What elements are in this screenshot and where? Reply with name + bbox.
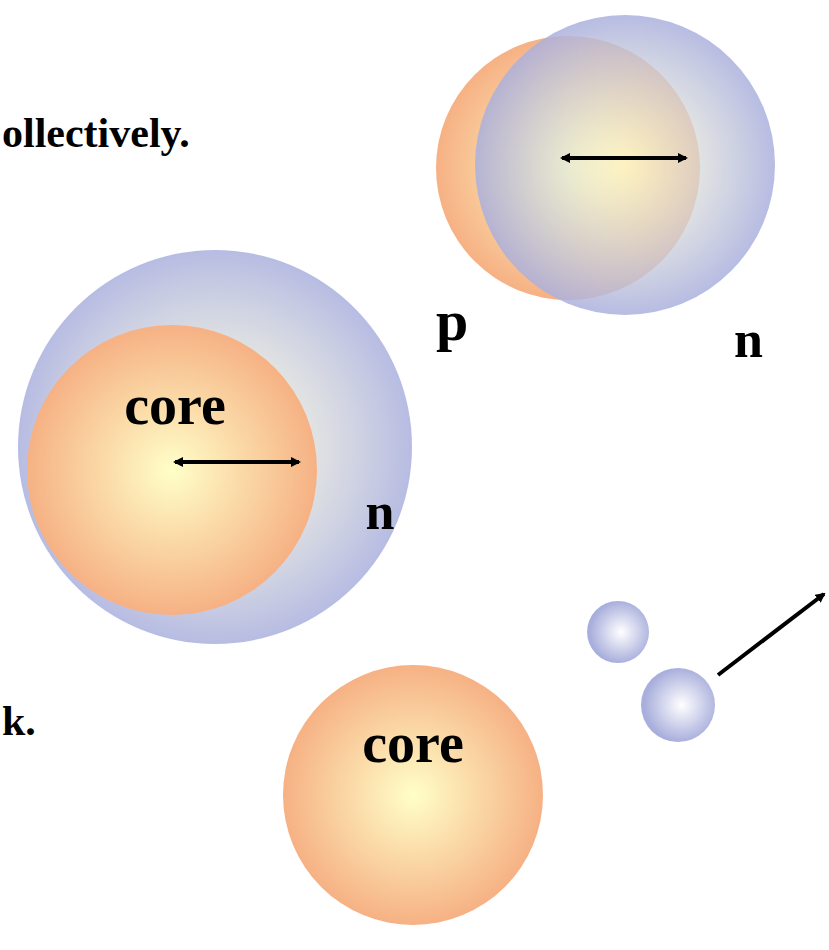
core-circle: core [283, 665, 543, 925]
neutron-ball [587, 601, 649, 663]
neutron-label: n [734, 314, 763, 366]
neutron-halo-circle: n core [18, 250, 412, 644]
cut-off-text: k. [2, 700, 36, 742]
proton-label: p [436, 292, 468, 350]
node-label: core [124, 377, 226, 433]
neutron-ball [641, 668, 715, 742]
emission-arrow [718, 594, 824, 675]
circle-outline [283, 665, 543, 925]
circle-fill [18, 250, 412, 644]
oscillation-arrow [562, 156, 686, 160]
circle-outline [27, 325, 317, 615]
neutron-sphere [475, 15, 775, 315]
circle-fill [27, 325, 317, 615]
node-label: n [366, 486, 395, 538]
node-label: core [362, 715, 464, 771]
core-circle: core [27, 325, 317, 615]
oscillation-arrow [175, 460, 299, 464]
cut-off-heading: ollectively. [2, 112, 190, 154]
circle-fill [283, 665, 543, 925]
